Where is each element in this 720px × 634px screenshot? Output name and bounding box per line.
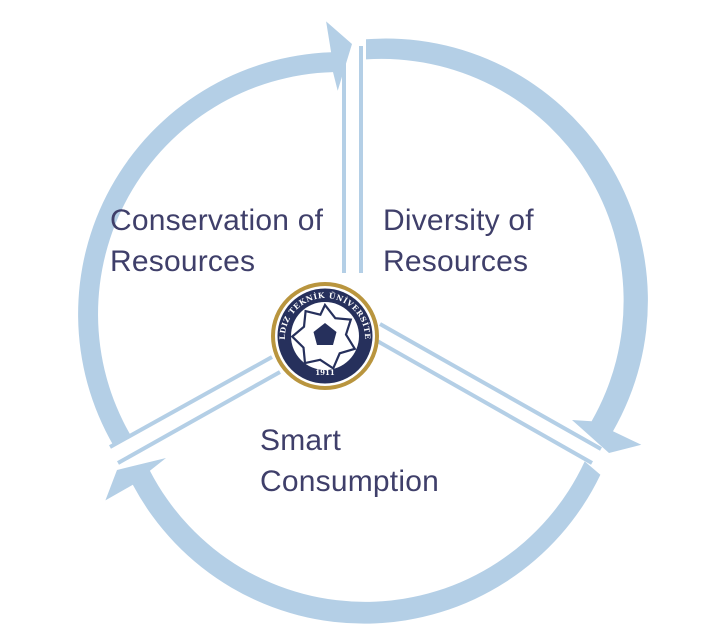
seal-year: 1911 bbox=[315, 368, 335, 377]
star-core bbox=[313, 323, 337, 345]
segment-smart-line1: Smart bbox=[260, 424, 342, 457]
segment-smart-line2: Consumption bbox=[260, 465, 439, 498]
segment-conservation-line1: Conservation of bbox=[110, 204, 324, 237]
segment-diversity: Diversity of Resources bbox=[383, 204, 534, 278]
segment-diversity-line2: Resources bbox=[383, 245, 529, 278]
spoke-left-lower bbox=[117, 370, 281, 465]
cycle-arrows bbox=[78, 21, 648, 624]
spoke-left-upper bbox=[109, 355, 273, 449]
arrow-conservation-to-diversity bbox=[78, 21, 353, 447]
arrow-consumption-to-conservation bbox=[105, 458, 601, 624]
spoke-right-lower bbox=[371, 336, 593, 465]
segment-diversity-line1: Diversity of bbox=[383, 204, 534, 237]
segment-smart-consumption: Smart Consumption bbox=[260, 424, 439, 498]
spoke-right-upper bbox=[379, 322, 602, 451]
segment-conservation-line2: Resources bbox=[110, 245, 256, 278]
divider-spokes bbox=[109, 46, 602, 465]
segment-conservation: Conservation of Resources bbox=[110, 204, 324, 278]
arrow-diversity-to-consumption bbox=[366, 38, 648, 453]
star-icon bbox=[290, 302, 357, 371]
